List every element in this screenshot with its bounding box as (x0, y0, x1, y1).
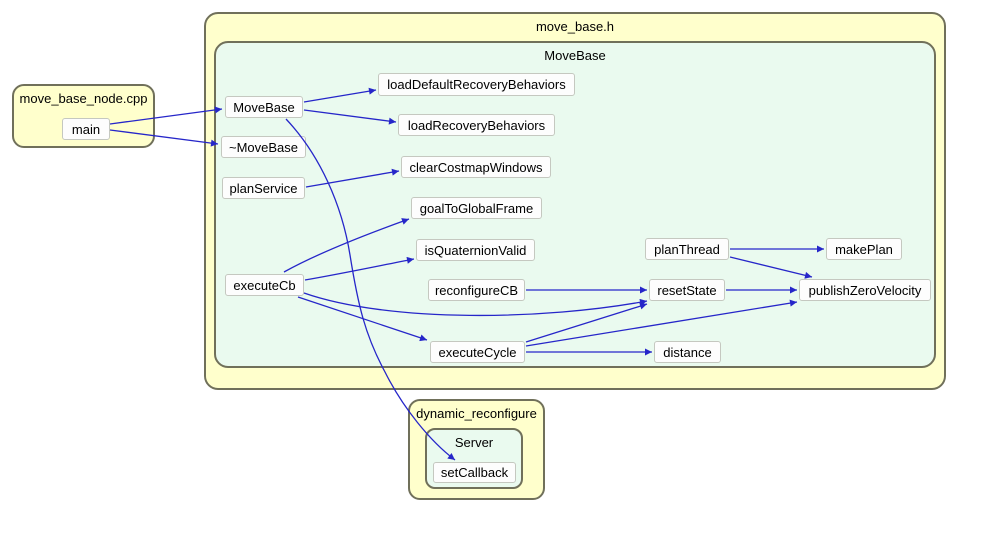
node-isquaternionvalid[interactable]: isQuaternionValid (416, 239, 535, 261)
node-setcallback[interactable]: setCallback (433, 462, 516, 483)
node-executecb[interactable]: executeCb (225, 274, 304, 296)
node-publishzerovelocity[interactable]: publishZeroVelocity (799, 279, 931, 301)
node-clearcostmapwindows[interactable]: clearCostmapWindows (401, 156, 551, 178)
node-loadrecoverybehaviors[interactable]: loadRecoveryBehaviors (398, 114, 555, 136)
node-resetstate[interactable]: resetState (649, 279, 725, 301)
node-movebase-destructor[interactable]: ~MoveBase (221, 136, 306, 158)
node-movebase[interactable]: MoveBase (225, 96, 303, 118)
node-planservice[interactable]: planService (222, 177, 305, 199)
node-planthread[interactable]: planThread (645, 238, 729, 260)
node-distance[interactable]: distance (654, 341, 721, 363)
cluster-dynamic-reconfigure-title: dynamic_reconfigure (416, 406, 537, 421)
node-executecycle[interactable]: executeCycle (430, 341, 525, 363)
node-makeplan[interactable]: makePlan (826, 238, 902, 260)
cluster-move-base-node-cpp-title: move_base_node.cpp (19, 91, 148, 106)
cluster-move-base-h-title: move_base.h (535, 19, 615, 34)
node-loaddefaultrecoverybehaviors[interactable]: loadDefaultRecoveryBehaviors (378, 73, 575, 96)
cluster-movebase-class: MoveBase (214, 41, 936, 368)
cluster-server-title: Server (454, 435, 494, 450)
node-main[interactable]: main (62, 118, 110, 140)
node-goaltoglobalframe[interactable]: goalToGlobalFrame (411, 197, 542, 219)
cluster-movebase-class-title: MoveBase (544, 48, 606, 63)
node-reconfigurecb[interactable]: reconfigureCB (428, 279, 525, 301)
